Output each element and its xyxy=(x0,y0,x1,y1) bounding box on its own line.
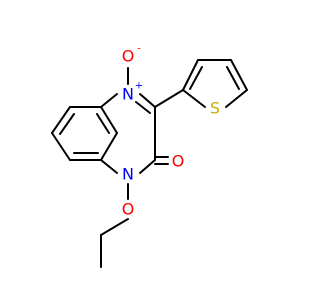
bond-c3-thienyl xyxy=(154,89,184,108)
atom-o-carbonyl: O xyxy=(172,152,185,171)
bond-benzo-3 xyxy=(51,132,71,161)
bond-thio-c4-c5-inner xyxy=(226,66,240,90)
bond-thio-c2-c3 xyxy=(182,59,199,91)
bond-benzo-2-inner xyxy=(59,113,75,135)
bond-benzo-6-inner xyxy=(96,113,110,134)
bond-o-ch2 xyxy=(100,218,129,236)
bond-thio-s-c2 xyxy=(182,89,206,108)
atom-n-oxide: N xyxy=(122,85,134,104)
bond-benzo-5 xyxy=(100,132,118,161)
bond-benzo-2 xyxy=(51,106,71,134)
atom-n-amide: N xyxy=(122,165,134,184)
bond-c8a-n4 xyxy=(100,93,118,108)
bonds xyxy=(51,59,248,268)
bond-thio-c2-c3-inner xyxy=(189,66,203,90)
charge-n-oxide: + xyxy=(135,81,143,92)
bond-thio-c5-s xyxy=(225,89,248,108)
bond-n4-c3 xyxy=(139,93,156,108)
bond-benzo-6 xyxy=(100,106,118,134)
bond-thio-c4-c5 xyxy=(230,59,248,91)
atom-labels: N + O - S O N O xyxy=(122,44,220,219)
bond-n4-c3-inner xyxy=(135,101,151,114)
charge-o-oxide: - xyxy=(137,44,141,55)
structure-diagram: N + O - S O N O xyxy=(51,44,248,268)
atom-o-ether: O xyxy=(122,200,135,219)
bond-c2-n1 xyxy=(139,159,156,174)
bond-n1-c4a xyxy=(100,159,118,174)
atom-o-oxide: O xyxy=(122,47,135,66)
atom-s-thiophene: S xyxy=(210,99,220,118)
